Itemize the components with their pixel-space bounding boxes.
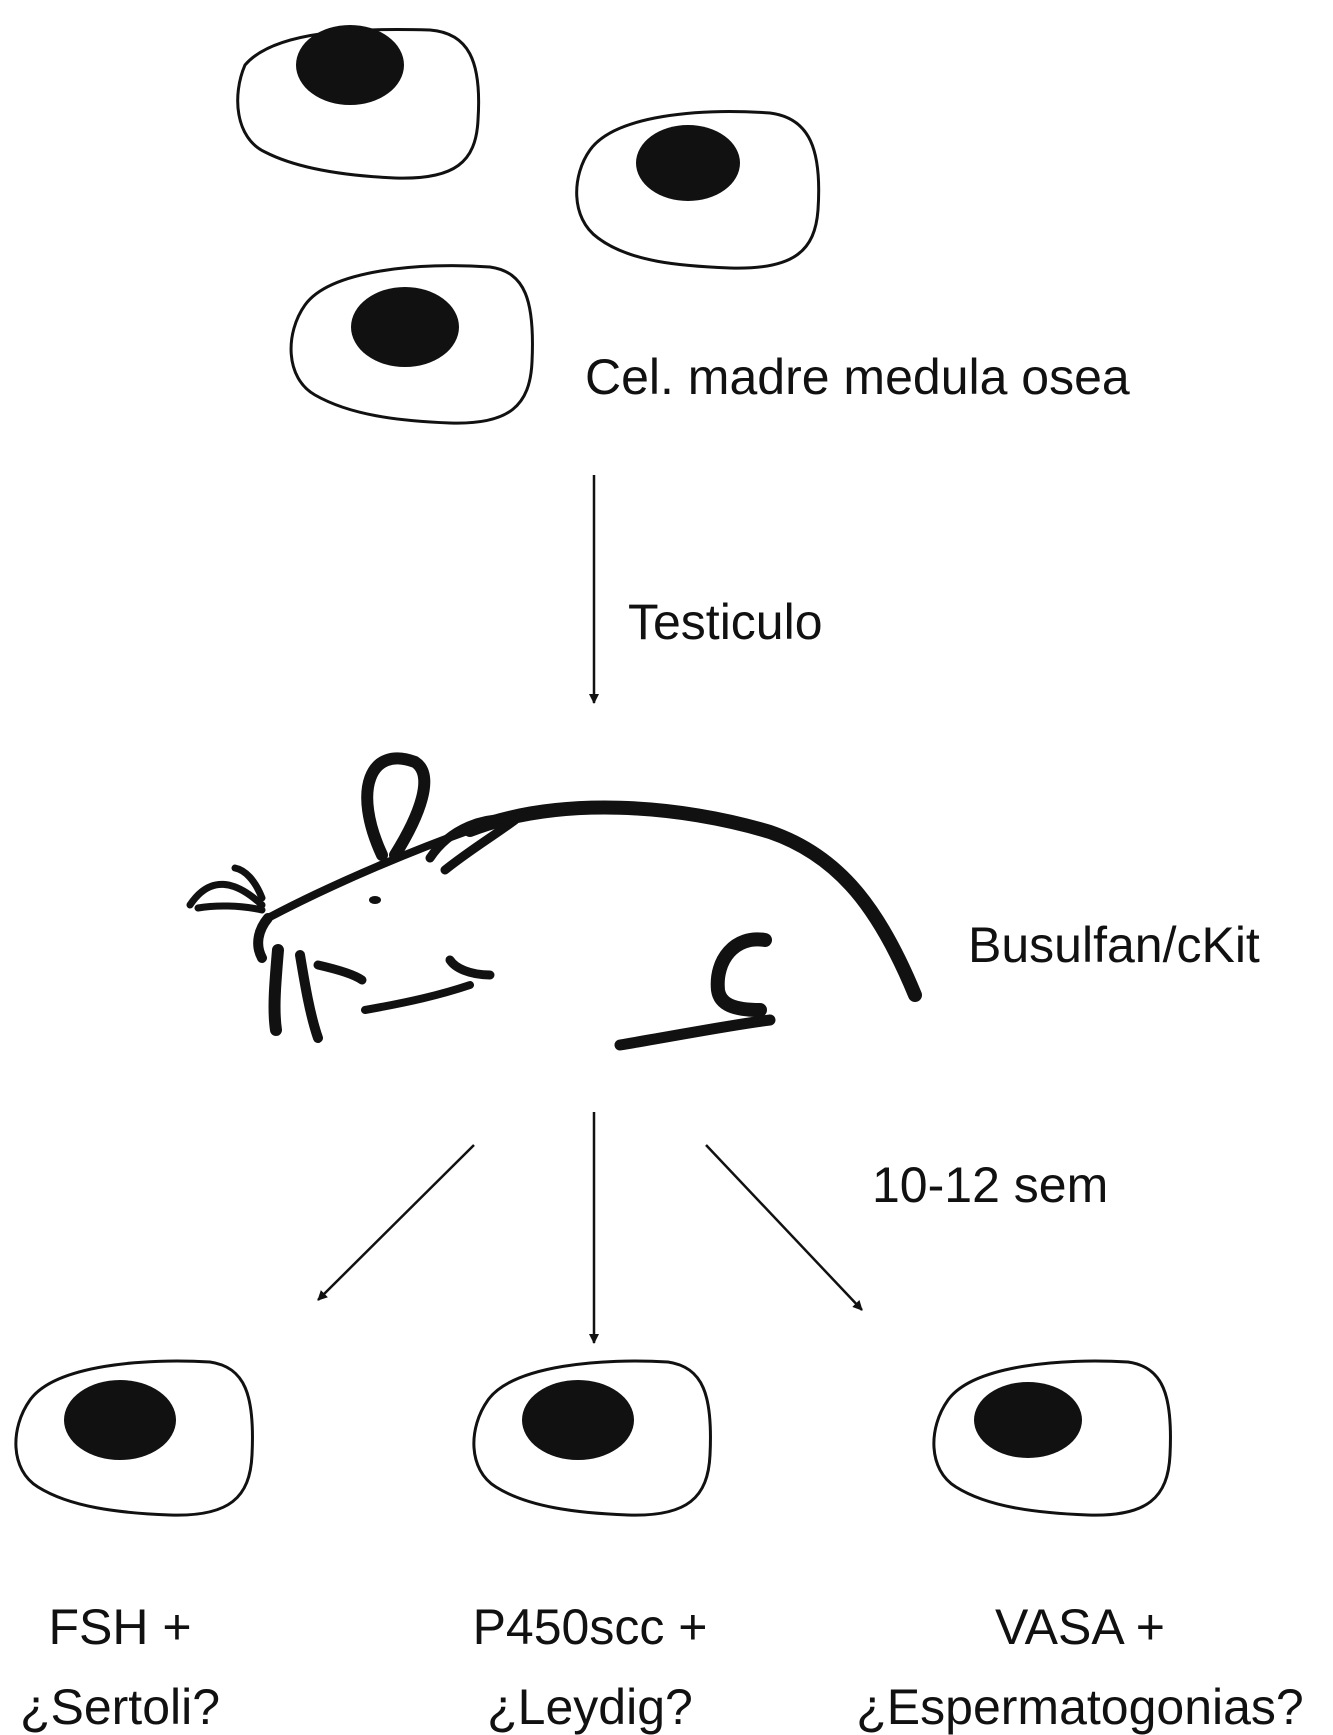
duration-label: 10-12 sem	[872, 1157, 1109, 1213]
cell-nucleus	[636, 125, 740, 201]
outcome-cell-espermatogonias	[932, 1359, 1172, 1517]
cell-nucleus	[974, 1382, 1082, 1458]
outcome-marker-label: P450scc +	[472, 1599, 708, 1655]
source-cells-label: Cel. madre medula osea	[585, 349, 1130, 405]
outcome-marker-label: VASA +	[994, 1599, 1166, 1655]
cell-nucleus	[64, 1380, 176, 1460]
outcome-celltype-label: ¿Espermatogonias?	[856, 1679, 1304, 1735]
mouse-illustration	[186, 752, 922, 1051]
source-cell-3	[289, 264, 534, 425]
outcome-cell-leydig	[472, 1359, 712, 1517]
mouse-model-label: Busulfan/cKit	[968, 917, 1260, 973]
outcome-celltype-label: ¿Leydig?	[487, 1679, 693, 1735]
cell-nucleus	[522, 1380, 634, 1460]
cell-nucleus	[296, 25, 404, 105]
outcome-cell-sertoli	[14, 1359, 254, 1517]
source-cell-2	[575, 110, 821, 270]
source-cell-1	[236, 25, 481, 180]
outcome-celltype-label: ¿Sertoli?	[19, 1679, 221, 1735]
arrow-to-espermatogonias	[705, 1144, 863, 1311]
cell-nucleus	[351, 287, 459, 367]
injection-label: Testiculo	[628, 594, 823, 650]
outcome-marker-label: FSH +	[48, 1599, 192, 1655]
arrow-to-sertoli	[317, 1144, 475, 1301]
